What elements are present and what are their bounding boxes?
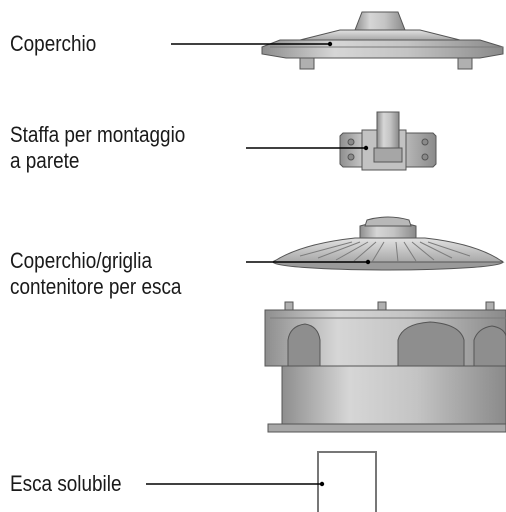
label-coperchio-text: Coperchio bbox=[10, 31, 97, 56]
label-staffa-line2: a parete bbox=[10, 148, 80, 173]
part-esca bbox=[317, 451, 377, 512]
leader-dot-esca bbox=[319, 481, 325, 487]
part-contenitore bbox=[264, 301, 506, 433]
leader-dot-griglia bbox=[365, 259, 371, 265]
label-staffa-line1: Staffa per montaggio bbox=[10, 122, 186, 147]
label-staffa: Staffa per montaggio a parete bbox=[10, 122, 185, 174]
label-esca-text: Esca solubile bbox=[10, 471, 122, 496]
leader-dot-coperchio bbox=[327, 41, 333, 47]
label-griglia-line1: Coperchio/griglia bbox=[10, 248, 152, 273]
part-staffa bbox=[339, 111, 437, 171]
part-coperchio bbox=[261, 11, 504, 70]
label-coperchio: Coperchio bbox=[10, 31, 96, 57]
label-esca: Esca solubile bbox=[10, 471, 121, 497]
leader-dot-staffa bbox=[363, 145, 369, 151]
part-griglia bbox=[271, 216, 505, 271]
label-griglia-line2: contenitore per esca bbox=[10, 274, 182, 299]
label-griglia: Coperchio/griglia contenitore per esca bbox=[10, 248, 181, 300]
